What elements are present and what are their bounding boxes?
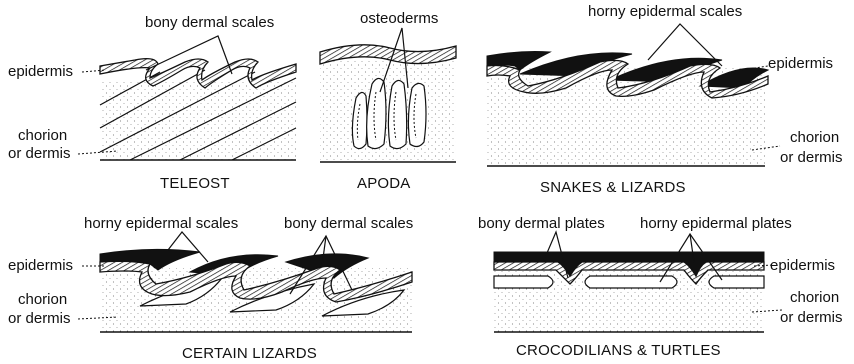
teleost-caption: TELEOST	[160, 175, 230, 192]
apoda-caption: APODA	[357, 175, 411, 192]
teleost-scales-label: bony dermal scales	[145, 14, 274, 31]
panel-certain-lizards: horny epidermal scales bony dermal scale…	[8, 215, 413, 362]
croc-epidermis-label: epidermis	[770, 257, 835, 274]
teleost-dermis-label: or dermis	[8, 145, 71, 162]
croc-dermis-label: or dermis	[780, 309, 843, 326]
croc-bony-label: bony dermal plates	[478, 215, 605, 232]
panel-crocodilians-turtles: bony dermal plates horny epidermal plate…	[478, 215, 843, 359]
croc-caption: CROCODILIANS & TURTLES	[516, 342, 721, 359]
panel-apoda: osteoderms APODA	[320, 10, 456, 192]
snakes-chorion-label: chorion	[790, 129, 839, 146]
panel-snakes-lizards: horny epidermal scales epidermis chorion…	[487, 3, 843, 196]
snakes-caption: SNAKES & LIZARDS	[540, 179, 686, 196]
lizards-horny-label: horny epidermal scales	[84, 215, 238, 232]
apoda-osteoderms-label: osteoderms	[360, 10, 438, 27]
lizards-bony-label: bony dermal scales	[284, 215, 413, 232]
snakes-epidermis-label: epidermis	[768, 55, 833, 72]
apoda-dermis	[320, 60, 456, 162]
teleost-epidermis-label: epidermis	[8, 63, 73, 80]
lizards-chorion-label: chorion	[18, 291, 67, 308]
croc-bony-plates	[494, 276, 764, 288]
lizards-dermis-label: or dermis	[8, 310, 71, 327]
croc-chorion-label: chorion	[790, 289, 839, 306]
teleost-chorion-label: chorion	[18, 127, 67, 144]
snakes-scales-label: horny epidermal scales	[588, 3, 742, 20]
lizards-caption: CERTAIN LIZARDS	[182, 345, 317, 362]
croc-horny-label: horny epidermal plates	[640, 215, 792, 232]
snakes-dermis-label: or dermis	[780, 149, 843, 166]
lizards-epidermis-label: epidermis	[8, 257, 73, 274]
panel-teleost: bony dermal scales epidermis chorion or …	[8, 14, 296, 192]
